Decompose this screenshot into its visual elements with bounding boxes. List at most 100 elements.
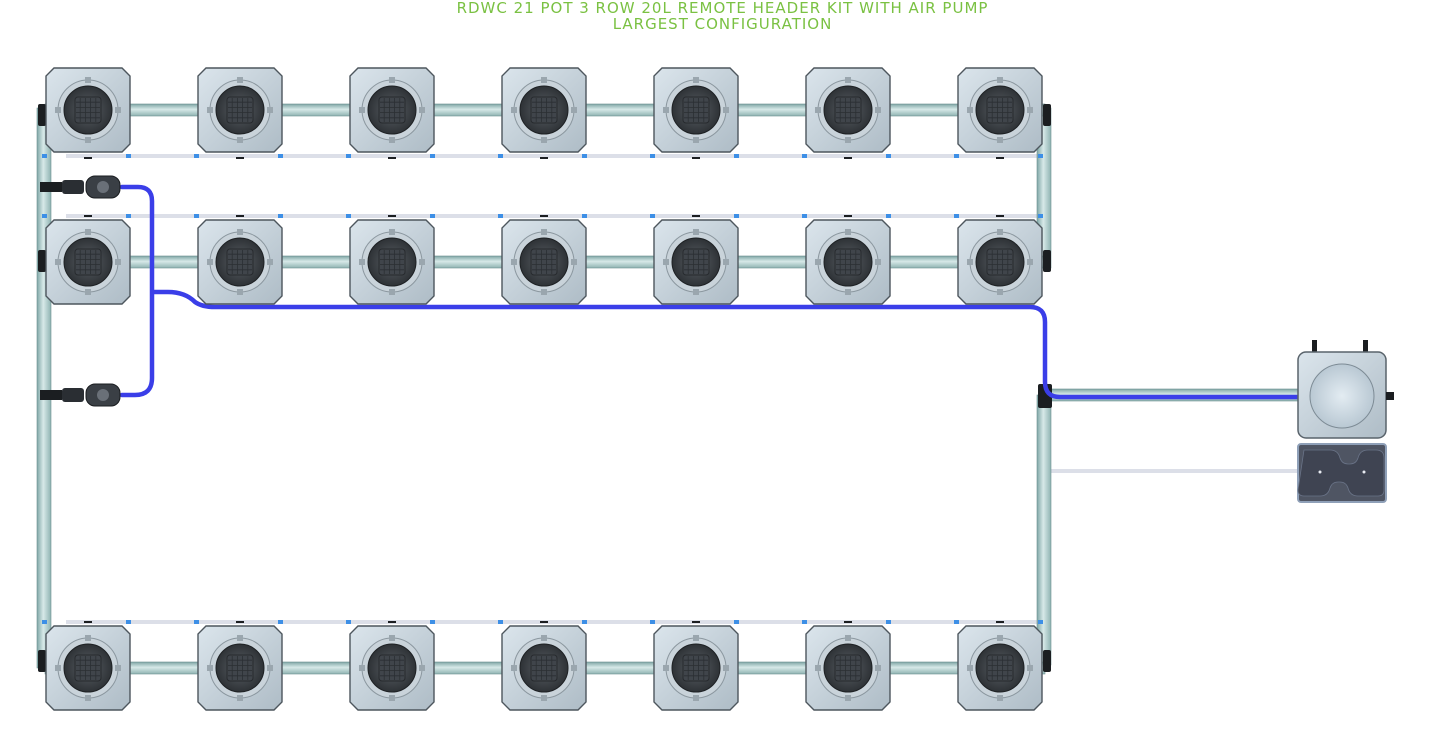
net-pot-grid xyxy=(530,654,558,682)
grow-pot-18 xyxy=(501,625,587,711)
pot-lid-tab xyxy=(419,665,425,671)
net-pot-grid xyxy=(834,248,862,276)
pipe-fittings xyxy=(38,104,1052,672)
drain-fitting-icon xyxy=(734,154,739,158)
return-lines xyxy=(66,154,1302,624)
pot-lid-tab xyxy=(571,107,577,113)
pot-lid-tab xyxy=(389,695,395,701)
pot-lid-tab xyxy=(997,635,1003,641)
pot-lid-tab xyxy=(663,259,669,265)
pot-lid-tab xyxy=(115,259,121,265)
drain-fitting-icon xyxy=(650,620,655,624)
pot-lid-tab xyxy=(237,77,243,83)
pot-lid-tab xyxy=(267,107,273,113)
grow-pot-8 xyxy=(45,219,131,305)
pot-lid-tab xyxy=(541,137,547,143)
drain-fitting-icon xyxy=(126,154,131,158)
pot-lid-tab xyxy=(875,259,881,265)
pot-lid-tab xyxy=(875,665,881,671)
pot-lid-tab xyxy=(207,107,213,113)
net-pot-grid xyxy=(682,654,710,682)
drain-fitting-icon xyxy=(802,214,807,218)
drain-fitting-icon xyxy=(346,620,351,624)
grow-pot-1 xyxy=(45,67,131,153)
net-pot-grid xyxy=(986,248,1014,276)
return-line-row-2 xyxy=(66,214,1048,218)
drain-fitting-icon xyxy=(954,620,959,624)
pot-lid-tab xyxy=(1027,259,1033,265)
drain-fitting-icon xyxy=(498,154,503,158)
drain-fitting-icon xyxy=(734,620,739,624)
pot-lid-tab xyxy=(693,635,699,641)
pot-lid-tab xyxy=(511,665,517,671)
air-valve-lower xyxy=(40,383,121,407)
drain-fitting-icon xyxy=(1038,214,1043,218)
drain-fitting-icon xyxy=(194,620,199,624)
drain-fitting-icon xyxy=(582,620,587,624)
valve-body-icon xyxy=(62,180,84,194)
pot-lid-tab xyxy=(967,259,973,265)
drain-fitting-icon xyxy=(346,214,351,218)
pot-lid-tab xyxy=(1027,665,1033,671)
net-pot-grid xyxy=(378,248,406,276)
pot-marker xyxy=(692,157,700,159)
drain-fitting-icon xyxy=(802,620,807,624)
pot-lid-tab xyxy=(997,77,1003,83)
drain-fitting-icon xyxy=(1038,154,1043,158)
air-pump xyxy=(1297,443,1387,503)
pot-marker xyxy=(388,621,396,623)
grow-pot-10 xyxy=(349,219,435,305)
pot-lid-tab xyxy=(207,665,213,671)
pot-lid-tab xyxy=(267,259,273,265)
pot-lid-tab xyxy=(237,635,243,641)
drain-fitting-icon xyxy=(42,214,47,218)
pot-lid-tab xyxy=(845,635,851,641)
drain-fitting-icon xyxy=(278,154,283,158)
pot-marker xyxy=(84,621,92,623)
pot-marker xyxy=(388,215,396,217)
drain-fitting-icon xyxy=(954,154,959,158)
pot-lid-tab xyxy=(541,77,547,83)
pot-marker xyxy=(236,157,244,159)
pot-lid-tab xyxy=(419,107,425,113)
pot-lid-tab xyxy=(967,107,973,113)
pot-lid-tab xyxy=(967,665,973,671)
pot-lid-tab xyxy=(693,137,699,143)
drain-fitting-icon xyxy=(802,154,807,158)
return-line-header xyxy=(1050,469,1302,473)
grow-pot-19 xyxy=(653,625,739,711)
remote-header-tank xyxy=(1297,340,1394,439)
pot-lid-tab xyxy=(845,229,851,235)
pot-lid-tab xyxy=(693,695,699,701)
pot-lid-tab xyxy=(115,107,121,113)
header-tank-handle-left xyxy=(1312,340,1317,354)
pot-lid-tab xyxy=(571,259,577,265)
grow-pot-21 xyxy=(957,625,1043,711)
net-pot-grid xyxy=(74,654,102,682)
pot-lid-tab xyxy=(997,695,1003,701)
air-pump-outlet-right xyxy=(1362,470,1366,474)
pot-marker xyxy=(84,215,92,217)
pot-lid-tab xyxy=(359,665,365,671)
fitting-right-mid xyxy=(1043,250,1051,272)
pot-lid-tab xyxy=(693,77,699,83)
drain-fitting-icon xyxy=(430,154,435,158)
drain-fitting-icon xyxy=(430,620,435,624)
drain-fitting-icon xyxy=(278,620,283,624)
pot-lid-tab xyxy=(359,259,365,265)
diagram-title: RDWC 21 POT 3 ROW 20L REMOTE HEADER KIT … xyxy=(0,0,1445,32)
drain-fitting-icon xyxy=(886,214,891,218)
grow-pot-20 xyxy=(805,625,891,711)
grow-pot-14 xyxy=(957,219,1043,305)
net-pot-grid xyxy=(682,96,710,124)
fitting-right-top xyxy=(1043,104,1051,126)
pipe-right-vertical-bottom xyxy=(1036,394,1052,666)
pot-lid-tab xyxy=(389,229,395,235)
net-pot-grid xyxy=(226,96,254,124)
title-line-2: LARGEST CONFIGURATION xyxy=(612,15,833,33)
net-pot-grid xyxy=(986,96,1014,124)
air-valve-upper xyxy=(40,175,121,199)
net-pot-grid xyxy=(378,654,406,682)
drain-fitting-icon xyxy=(886,154,891,158)
grow-pipes xyxy=(36,103,1303,675)
